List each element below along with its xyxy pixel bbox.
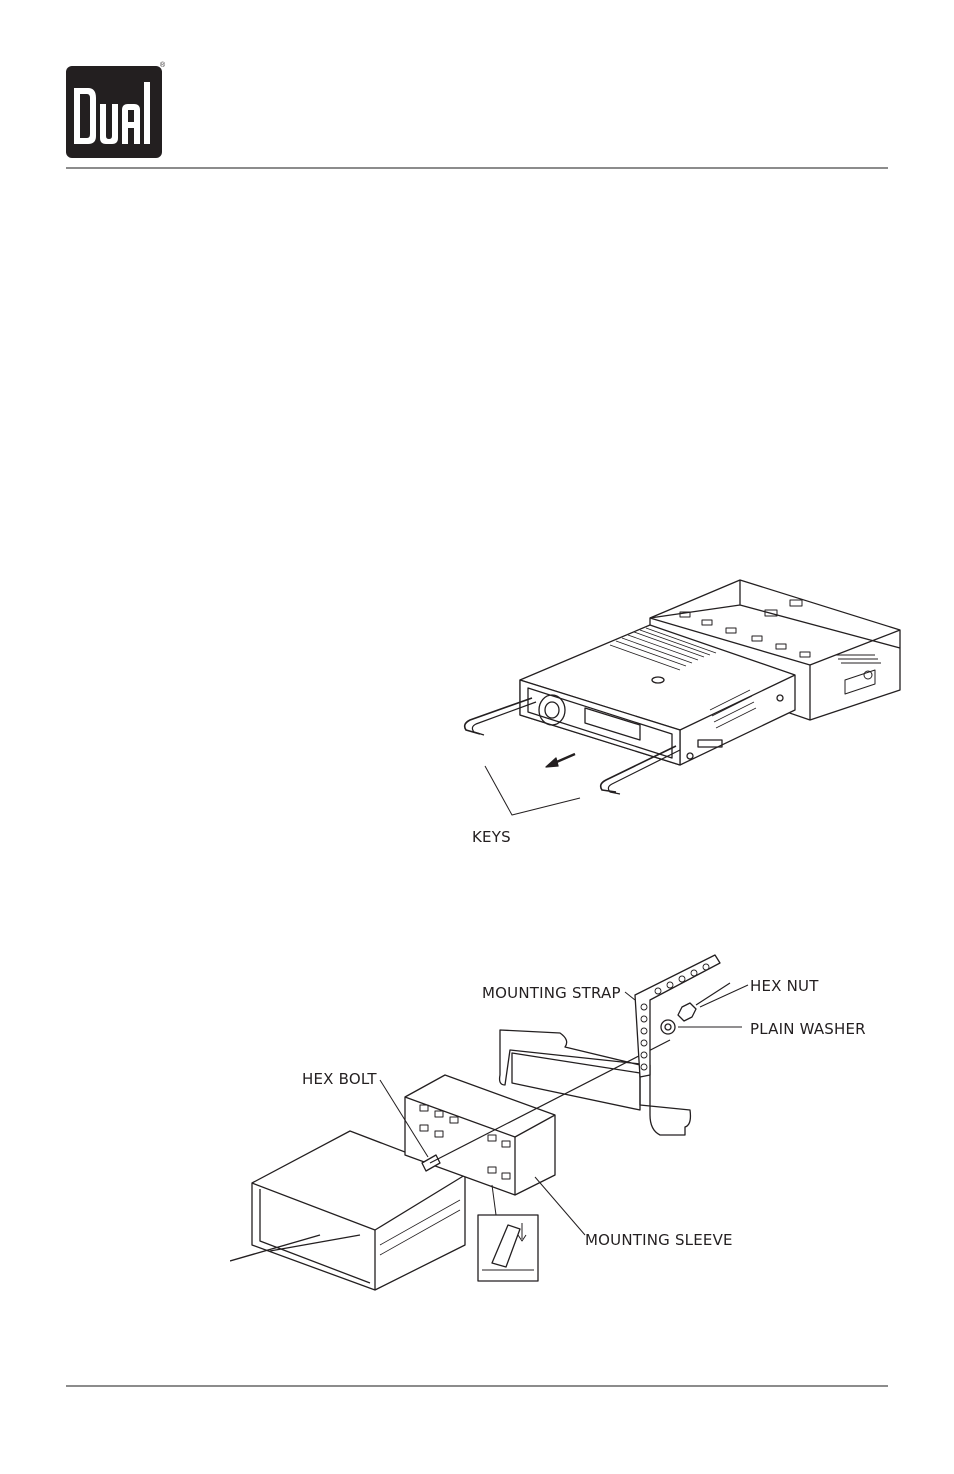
plain-washer-callout: PLAIN WASHER: [750, 1020, 866, 1038]
radio-removal-drawing: [440, 570, 920, 860]
hex-nut-callout: HEX NUT: [750, 977, 819, 995]
mounting-sleeve-callout: MOUNTING SLEEVE: [585, 1231, 733, 1249]
dual-logo-lettering: [66, 66, 162, 158]
footer-divider: [66, 1385, 888, 1387]
mounting-strap-callout: MOUNTING STRAP: [482, 984, 621, 1002]
keys-callout: KEYS: [472, 828, 511, 846]
dual-logo: [66, 66, 162, 158]
registered-mark: ®: [160, 62, 165, 69]
radio-removal-illustration: KEYS: [440, 570, 920, 860]
header-divider: [66, 167, 888, 169]
hex-bolt-callout: HEX BOLT: [302, 1070, 377, 1088]
mounting-hardware-illustration: MOUNTING STRAP HEX NUT PLAIN WASHER HEX …: [230, 945, 910, 1295]
